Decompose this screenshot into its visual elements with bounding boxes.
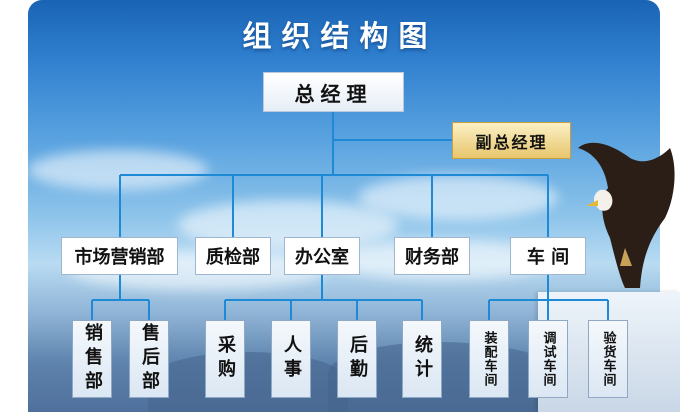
department-box: 质检部 [195,237,271,275]
mountain [148,352,348,412]
sub-unit-box: 统计 [402,320,442,398]
eagle-icon [578,142,675,288]
sub-unit-box: 验货车间 [588,320,628,398]
chart-title: 组织结构图 [242,19,438,53]
sub-unit-box: 装配车间 [469,320,509,398]
sub-unit-box: 采购 [205,320,245,398]
general-manager-box: 总经理 [263,72,404,112]
department-box: 市场营销部 [61,237,178,275]
deputy-general-manager-box: 副总经理 [452,122,571,159]
department-box: 车 间 [510,237,586,275]
department-box: 财务部 [394,237,470,275]
sub-unit-box: 后勤 [337,320,377,398]
sub-unit-box: 售后部 [129,320,169,398]
sub-unit-box: 人事 [271,320,311,398]
department-box: 办公室 [284,237,360,275]
sub-unit-box: 销售部 [72,320,112,398]
cloud [28,150,208,190]
cloud [358,175,558,220]
sub-unit-box: 调试车间 [528,320,568,398]
